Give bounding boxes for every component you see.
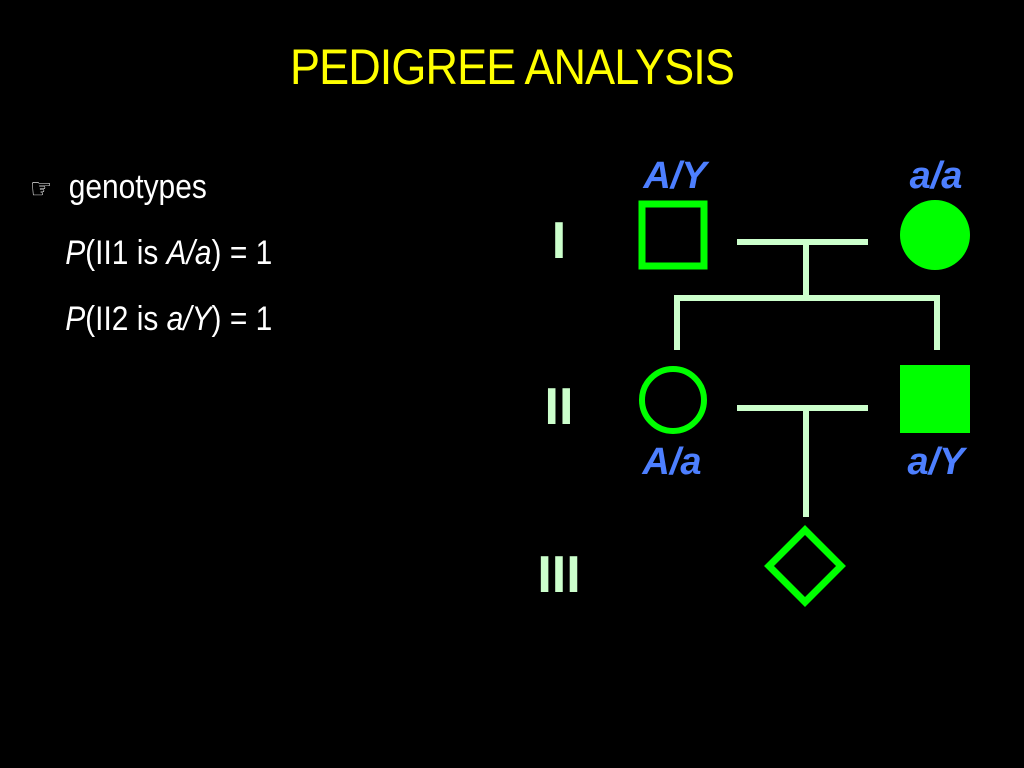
individual-III1-unknown-sex-diamond bbox=[764, 525, 846, 607]
prob-open: (II1 is bbox=[85, 234, 167, 272]
probability-line-1: P(II1 is A/a) = 1 bbox=[65, 234, 272, 274]
genotype-label-I1: A/Y bbox=[642, 155, 710, 197]
genotype-label-II2: a/Y bbox=[907, 441, 968, 483]
individual-I1-male-square bbox=[638, 200, 708, 270]
generation-label-1: I bbox=[552, 212, 566, 270]
probability-line-2: P(II2 is a/Y) = 1 bbox=[65, 300, 272, 340]
prob-close: ) = 1 bbox=[211, 234, 273, 272]
slide-title: PEDIGREE ANALYSIS bbox=[289, 39, 735, 95]
prob-genotype: a/Y bbox=[166, 300, 212, 338]
bullet-text: genotypes bbox=[68, 168, 207, 206]
prob-symbol: P bbox=[65, 300, 86, 338]
individual-II1-female-circle bbox=[639, 366, 707, 434]
prob-close: ) = 1 bbox=[211, 300, 273, 338]
bullet-list: ☞ genotypes P(II1 is A/a) = 1 P(II2 is a… bbox=[30, 168, 272, 340]
generation-label-3: III bbox=[537, 546, 580, 604]
individual-I2-female-affected-circle bbox=[900, 200, 970, 270]
bullet-item: ☞ genotypes bbox=[30, 168, 272, 208]
generation-label-2: II bbox=[545, 378, 574, 436]
prob-symbol: P bbox=[65, 234, 86, 272]
genotype-label-II1: A/a bbox=[641, 441, 701, 483]
individual-II2-male-affected-square bbox=[900, 365, 970, 433]
prob-open: (II2 is bbox=[85, 300, 167, 338]
prob-genotype: A/a bbox=[166, 234, 212, 272]
pointing-hand-icon: ☞ bbox=[30, 173, 53, 204]
pedigree-lines bbox=[674, 239, 940, 517]
genotype-label-I2: a/a bbox=[910, 155, 963, 197]
